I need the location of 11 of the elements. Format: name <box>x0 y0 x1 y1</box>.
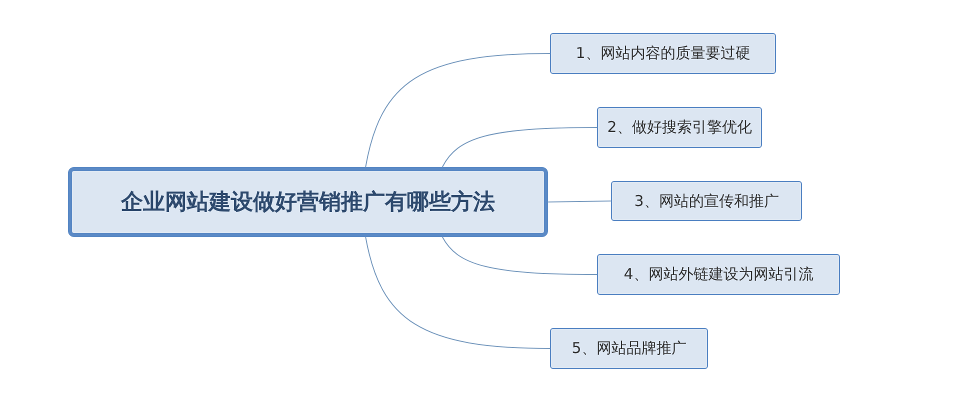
subtopic-box: 2、做好搜索引擎优化 <box>597 107 762 148</box>
subtopic-box: 3、网站的宣传和推广 <box>611 181 802 221</box>
subtopic-box: 4、网站外链建设为网站引流 <box>597 254 840 295</box>
connector-line <box>442 127 598 168</box>
connector-line <box>365 53 550 168</box>
subtopic-box: 5、网站品牌推广 <box>550 328 708 369</box>
subtopic-box: 1、网站内容的质量要过硬 <box>550 33 776 74</box>
connector-line <box>548 200 612 202</box>
connector-line <box>442 236 598 275</box>
topic-box: 企业网站建设做好营销推广有哪些方法 <box>68 167 548 237</box>
connector-line <box>365 236 550 349</box>
